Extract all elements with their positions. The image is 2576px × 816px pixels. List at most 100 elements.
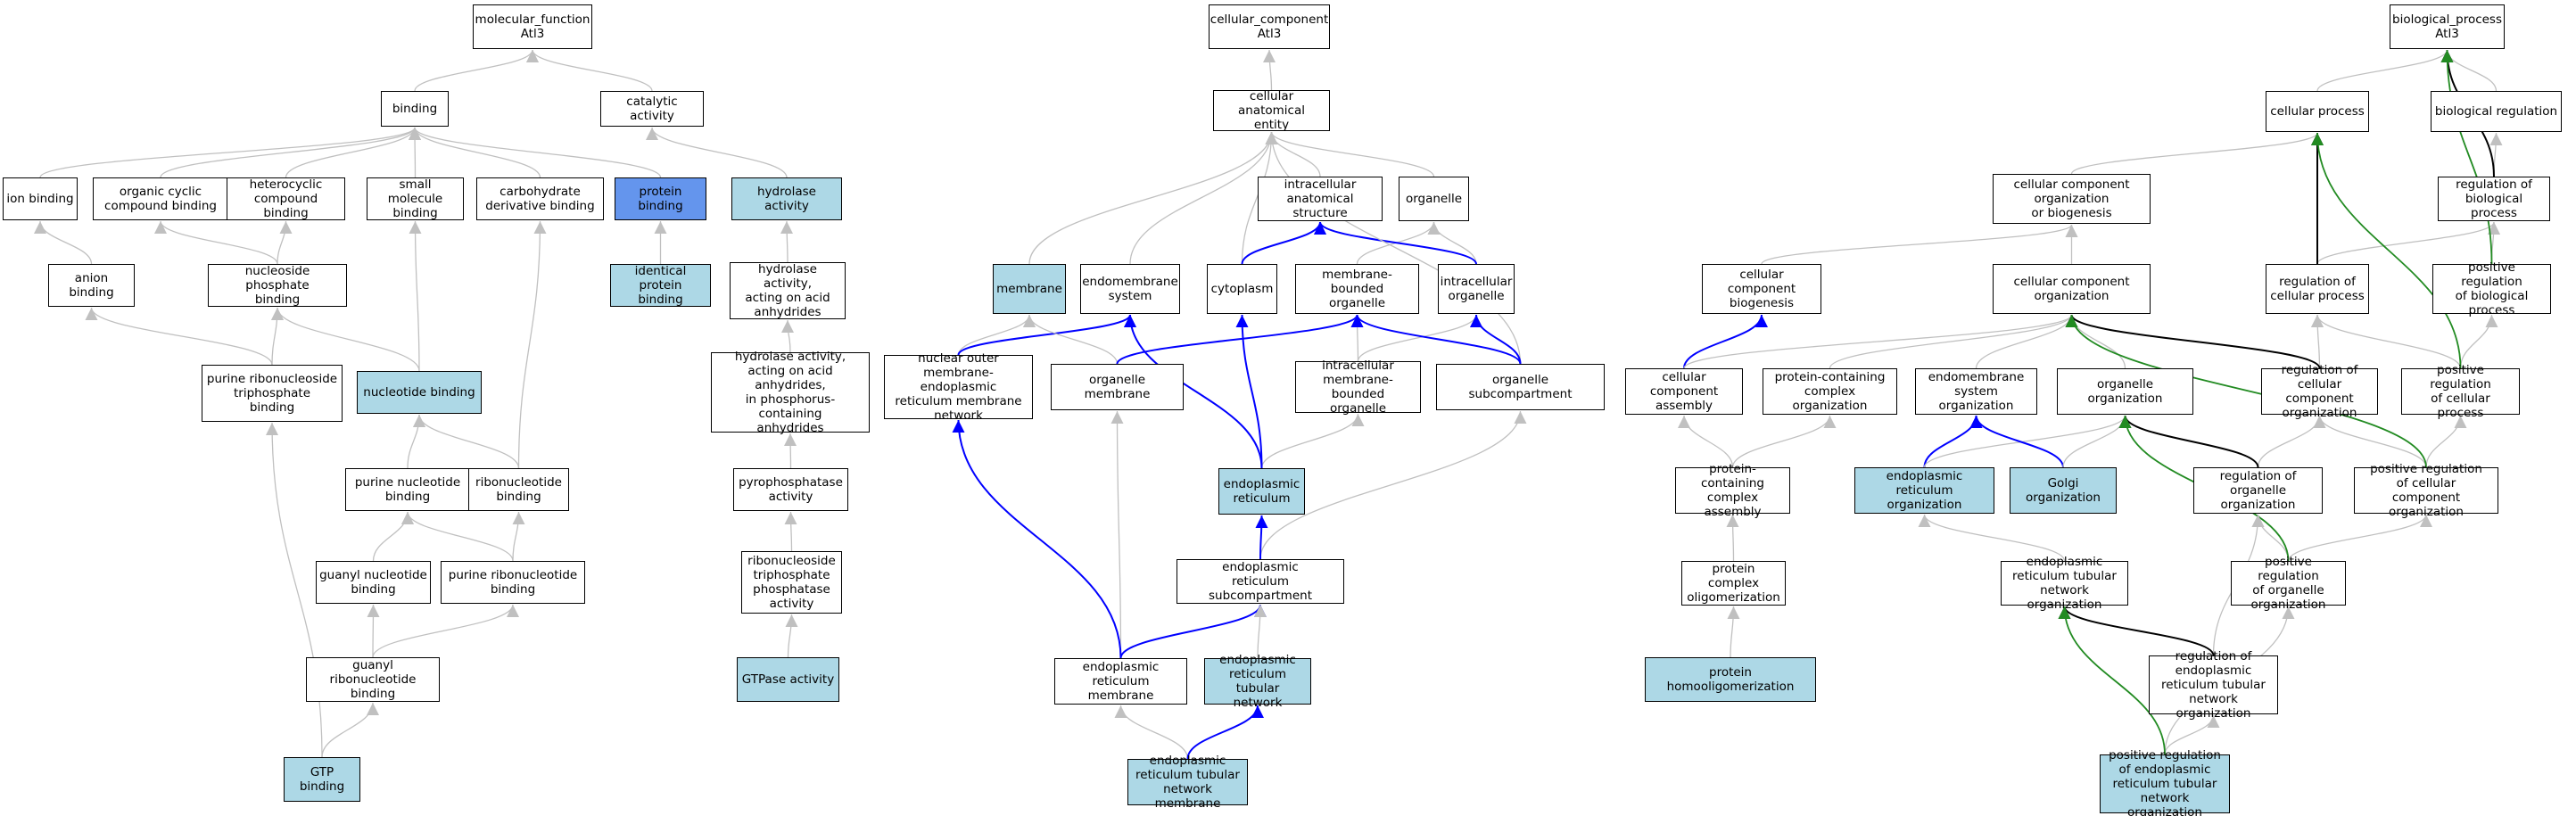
edge-part-of-ersub-to-er — [1255, 515, 1268, 560]
go-term-ccorg: cellular component organization — [1993, 264, 2151, 314]
edge-is-a-smallmol-to-binding — [409, 127, 422, 178]
go-term-anion: anion binding — [48, 264, 135, 307]
edge-is-a-er-to-intramemb — [1260, 413, 1365, 469]
edge-is-a-gtpbind-to-guanylribo — [321, 702, 379, 758]
edge-part-of-ermem-to-ersub — [1119, 604, 1267, 659]
go-term-catalytic: catalytic activity — [600, 91, 704, 127]
edge-part-of-er-to-endomem — [1124, 314, 1263, 469]
edge-is-a-cae-to-cc — [1263, 49, 1276, 91]
edge-is-a-membrane-to-cae — [1028, 131, 1278, 265]
edge-part-of-golgiorg-to-endomemorg — [1969, 415, 2064, 468]
go-term-regertub: regulation of endoplasmic reticulum tubu… — [2149, 649, 2278, 721]
edge-part-of-orgmem-to-membbound — [1116, 314, 1364, 365]
go-term-hydrolase: hydrolase activity — [731, 177, 842, 220]
go-term-intraorg: intracellular organelle — [1438, 264, 1515, 314]
edge-is-a-endomem-to-cae — [1129, 131, 1278, 265]
edge-part-of-er-to-cytoplasm — [1235, 314, 1263, 469]
edge-positively-regulates-posregbio-to-bp — [2440, 49, 2493, 265]
go-term-protbind: protein binding — [615, 177, 706, 220]
edge-part-of-ermem-to-nucouter — [952, 419, 1122, 659]
go-term-posregccorg: positive regulation of cellular componen… — [2354, 462, 2498, 519]
edge-positively-regulates-posregertub-to-ertuborg — [2058, 606, 2166, 755]
edge-is-a-purribonuc-to-purnuc — [401, 511, 514, 562]
edge-is-a-ccassembly-to-ccorg — [1683, 314, 2078, 369]
go-term-purnuc: purine nucleotide binding — [345, 468, 470, 511]
edge-is-a-anion-to-ionbind — [34, 220, 93, 265]
go-term-smallmol: small molecule binding — [367, 177, 464, 220]
edge-is-a-orgorg-to-ccorg — [2065, 314, 2126, 369]
go-term-orgsub: organelle subcompartment — [1436, 364, 1605, 410]
edge-is-a-organelle-to-cae — [1265, 131, 1435, 177]
go-term-bioreg: biological regulation — [2431, 91, 2562, 132]
edge-is-a-purribonuc-to-ribonuc — [512, 511, 525, 562]
edge-is-a-hydphos-to-hydacid — [781, 319, 795, 353]
go-term-mf: molecular_function Atl3 — [473, 4, 592, 49]
edge-is-a-purribotri-to-anion — [85, 307, 273, 366]
edge-is-a-ertuborg-to-erorg — [1918, 514, 2066, 562]
edge-is-a-cellproc-to-bp — [2316, 49, 2454, 92]
go-term-purribonuc: purine ribonucleotide binding — [441, 561, 585, 604]
go-term-protcomplexorg: protein-containing complex organization — [1763, 368, 1897, 415]
go-term-posregbio: positive regulation of biological proces… — [2432, 260, 2551, 317]
edge-is-a-protcomplexasm-to-ccassembly — [1678, 415, 1734, 468]
go-term-guanylnuc: guanyl nucleotide binding — [316, 561, 431, 604]
go-term-intramemb: intracellular membrane-bounded organelle — [1295, 359, 1421, 416]
edge-regulates-regorgorg-to-orgorg — [2118, 415, 2259, 468]
go-term-cytoplasm: cytoplasm — [1207, 264, 1277, 314]
go-term-purribotri: purine ribonucleoside triphosphate bindi… — [202, 365, 343, 422]
go-term-cc: cellular_component Atl3 — [1209, 4, 1330, 49]
go-term-orgmem: organelle membrane — [1051, 364, 1184, 410]
edge-part-of-orgsub-to-membbound — [1350, 314, 1522, 365]
edge-part-of-intraorg-to-intraanat — [1314, 221, 1477, 265]
go-term-membrane: membrane — [993, 264, 1066, 314]
edge-is-a-hydrolase-to-catalytic — [646, 127, 788, 178]
edge-is-a-hydacid-to-hydrolase — [780, 220, 794, 263]
go-term-ionbind: ion binding — [3, 177, 78, 220]
go-term-protolig: protein homooligomerization — [1645, 657, 1816, 702]
edge-regulates-regccorg-to-ccorg — [2065, 314, 2321, 369]
edge-is-a-cytoplasm-to-cae — [1241, 131, 1278, 265]
edge-is-a-nucouter-to-membrane — [957, 314, 1036, 356]
edge-is-a-purnuc-to-nucbind — [407, 414, 425, 469]
edge-is-a-protcomplexolig-to-protcomplexasm — [1726, 514, 1739, 562]
go-term-heterocyclic: heterocyclic compound binding — [227, 177, 345, 220]
go-term-golgiorg: Golgi organization — [2010, 467, 2117, 514]
edge-is-a-ccorgbio-to-cellproc — [2070, 132, 2324, 175]
edge-is-a-catalytic-to-mf — [526, 49, 653, 92]
edge-is-a-protbind-to-binding — [409, 127, 662, 178]
edge-is-a-regcellproc-to-regbio — [2316, 221, 2500, 265]
edge-is-a-binding-to-mf — [414, 49, 539, 92]
go-term-ermem: endoplasmic reticulum membrane — [1054, 658, 1187, 705]
edge-is-a-regccorg-to-regcellproc — [2311, 314, 2324, 369]
go-term-rntpase: ribonucleoside triphosphate phosphatase … — [741, 551, 842, 614]
edge-is-a-protcomplexasm-to-protcomplexorg — [1731, 415, 1837, 468]
edge-positively-regulates-posregccorg-to-ccorg — [2065, 314, 2427, 468]
edge-is-a-orgmem-to-membrane — [1023, 314, 1119, 365]
edge-is-a-nucbind-to-smallmol — [409, 220, 422, 372]
edge-is-a-protcomplexorg-to-ccorg — [1829, 314, 2078, 369]
edge-is-a-carbo-to-binding — [409, 127, 541, 178]
go-term-ccassembly: cellular component assembly — [1625, 368, 1743, 415]
edge-is-a-posregcell-to-posregbio — [2459, 314, 2498, 369]
edge-is-a-posregertub-to-regertub — [2164, 714, 2220, 755]
go-term-posregcell: positive regulation of cellular process — [2401, 363, 2520, 420]
go-term-ccbiogen: cellular component biogenesis — [1702, 264, 1821, 314]
go-term-bp: biological_process Atl3 — [2390, 4, 2505, 49]
go-term-erorg: endoplasmic reticulum organization — [1854, 467, 1994, 514]
go-term-protcomplexasm: protein-containing complex assembly — [1675, 462, 1790, 519]
go-term-nucbind: nucleotide binding — [357, 371, 482, 414]
go-term-endomem: endomembrane system — [1080, 264, 1180, 314]
go-term-posregertub: positive regulation of endoplasmic retic… — [2100, 748, 2230, 816]
go-term-ersub: endoplasmic reticulum subcompartment — [1177, 559, 1344, 604]
edge-is-a-guanylnuc-to-purnuc — [372, 511, 414, 562]
go-term-ribonuc: ribonucleotide binding — [468, 468, 569, 511]
edge-is-a-posregccorg-to-regccorg — [2313, 415, 2427, 468]
edge-is-a-pyrophos-to-hydphos — [784, 433, 797, 469]
go-term-posregorgorg: positive regulation of organelle organiz… — [2231, 555, 2346, 612]
edge-is-a-ermem-to-orgmem — [1110, 410, 1124, 659]
edge-part-of-cytoplasm-to-intraanat — [1241, 221, 1326, 265]
go-term-membbound: membrane-bounded organelle — [1295, 264, 1419, 314]
edge-is-a-guanylribo-to-purribonuc — [372, 604, 519, 658]
